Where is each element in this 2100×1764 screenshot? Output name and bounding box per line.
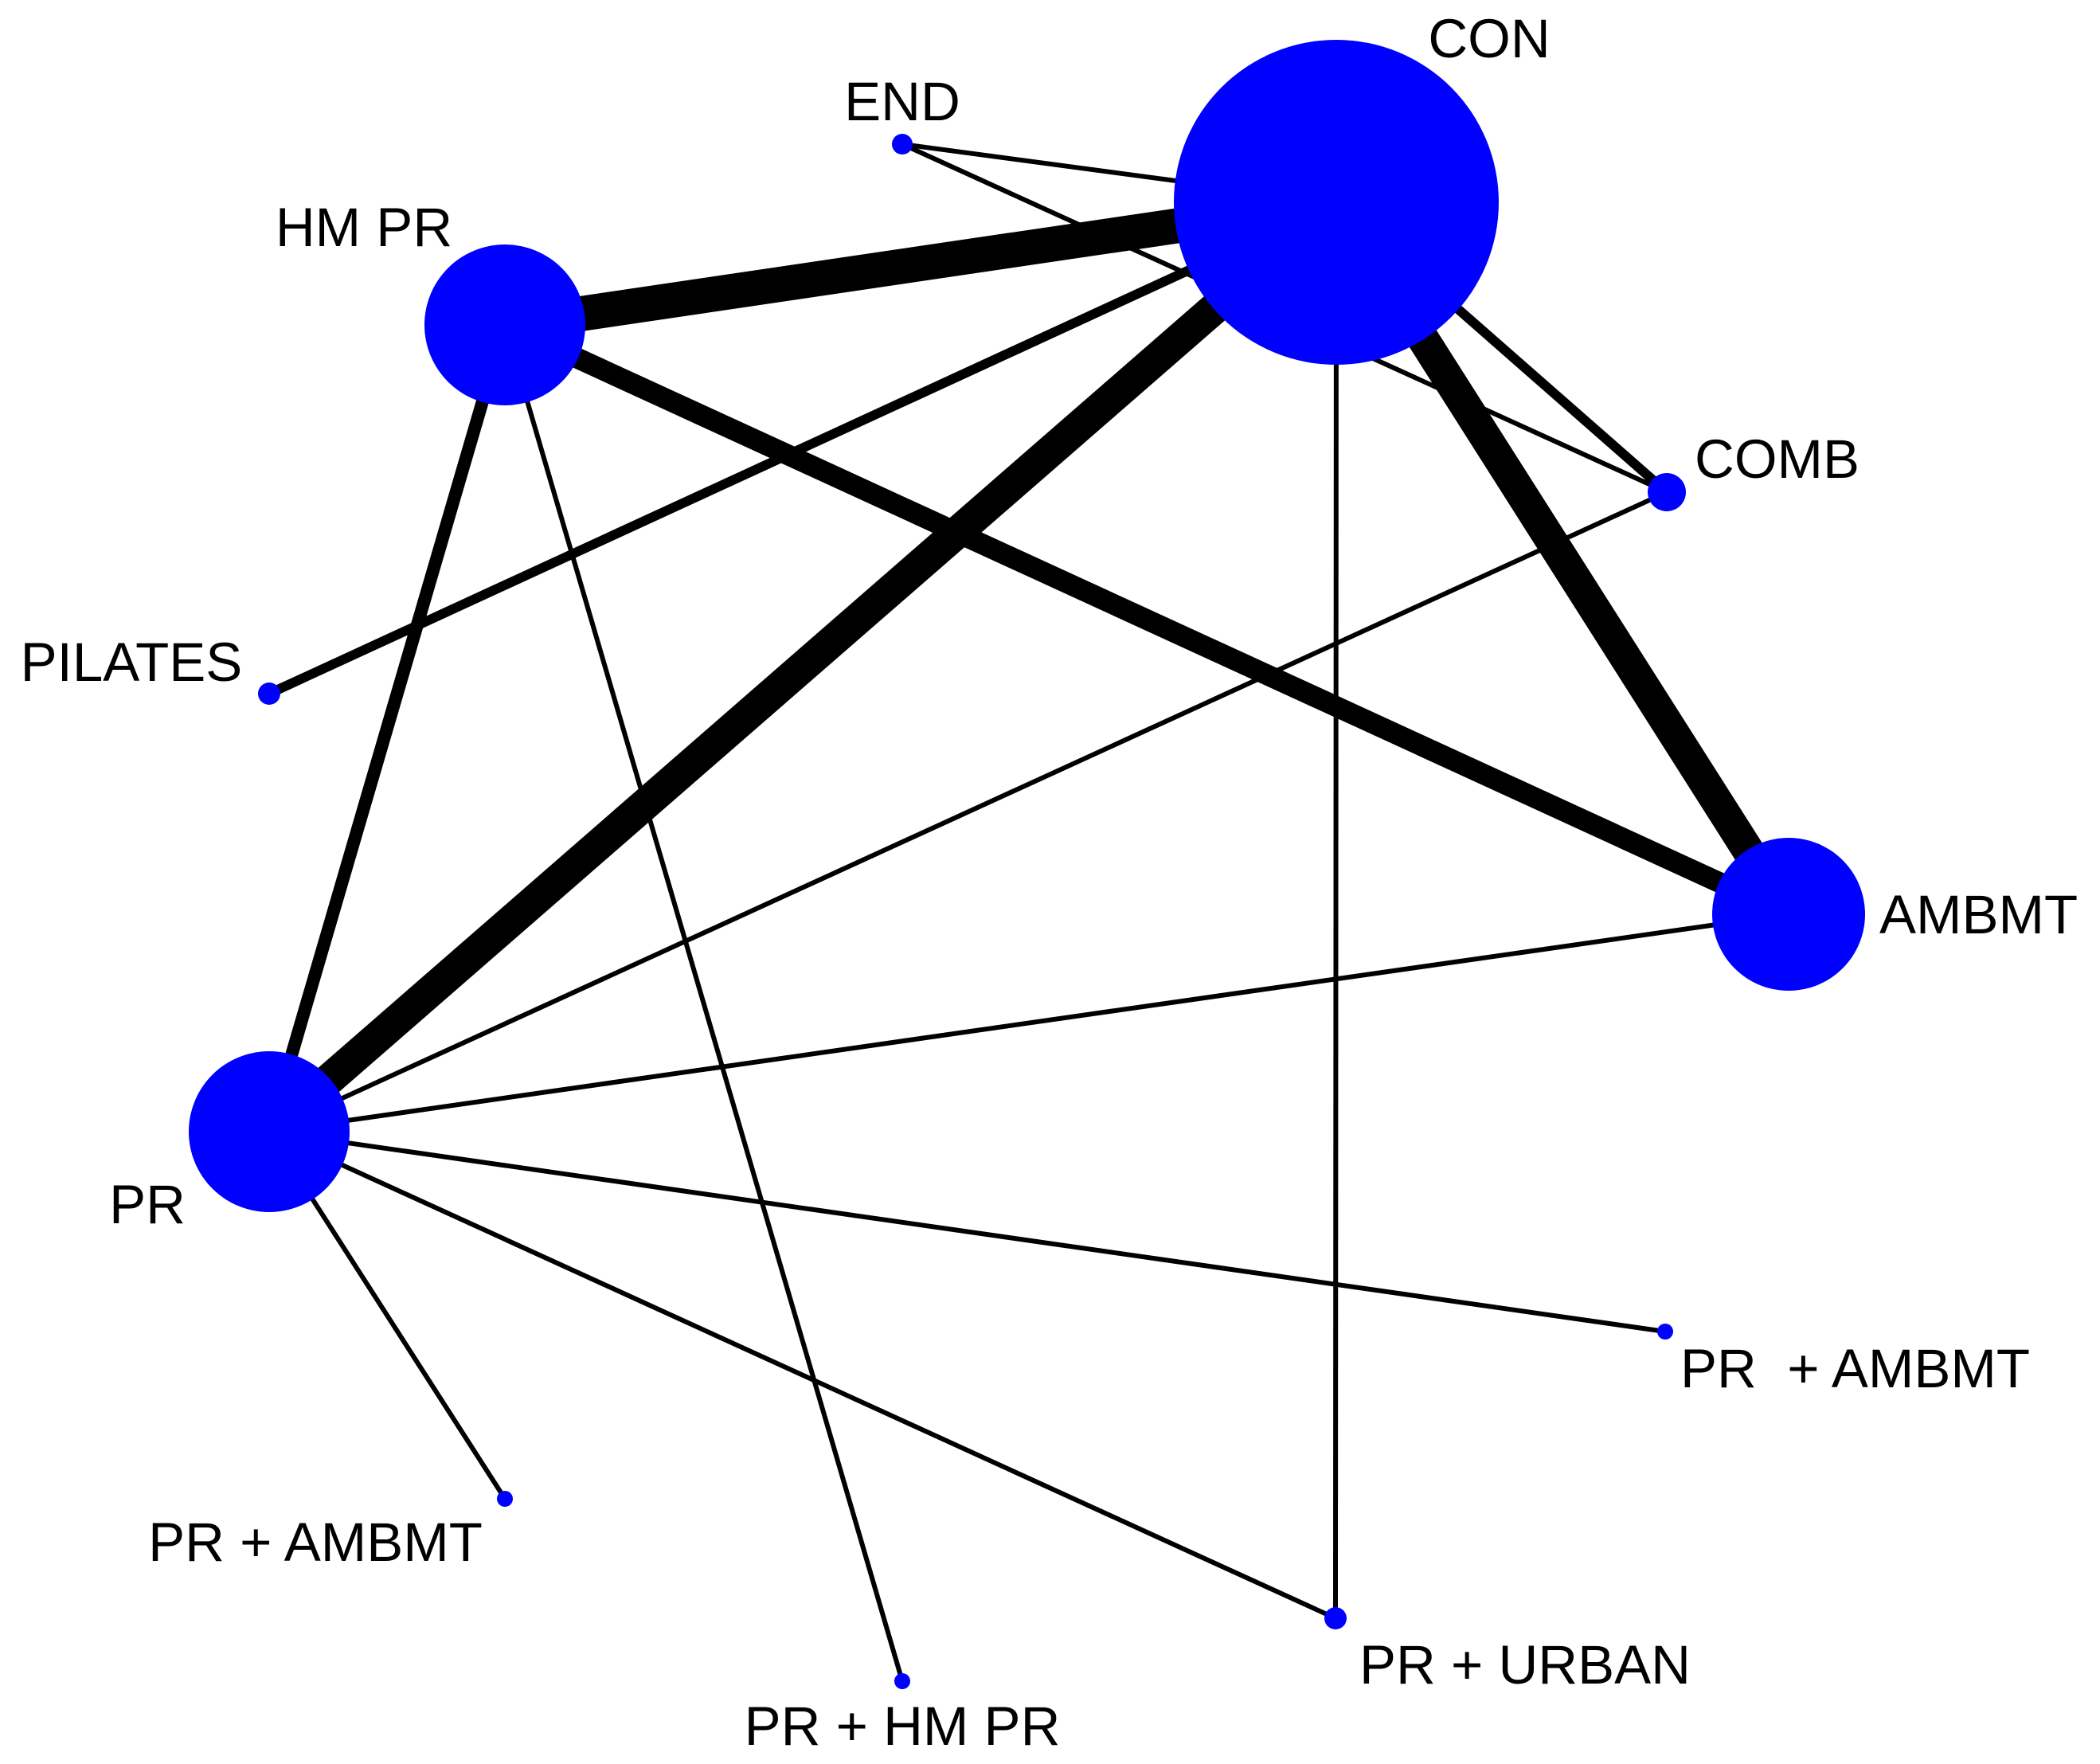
node-label-pilates: PILATES <box>21 632 243 693</box>
node-label-pr-ambmt-l: PR + AMBMT <box>148 1512 483 1573</box>
node-pr-ambmt-l <box>497 1491 513 1507</box>
node-pr-urban <box>1324 1607 1347 1629</box>
edge-pr-to-comb <box>268 490 1668 1134</box>
node-con <box>1174 40 1499 365</box>
node-label-hmpr: HM PR <box>276 197 452 258</box>
edge-pr-to-con <box>258 190 1347 1144</box>
node-pr-ambmt-r <box>1657 1324 1673 1340</box>
edge-con-to-pr-urban <box>1333 201 1339 1619</box>
node-label-pr: PR <box>109 1174 186 1235</box>
edge-hmpr-to-pr-hmpr <box>503 324 905 1682</box>
node-label-end: END <box>844 71 960 132</box>
edge-hmpr-to-pr <box>263 323 511 1134</box>
edge-hmpr-to-ambmt <box>500 315 1793 924</box>
node-ambmt <box>1712 838 1865 991</box>
node-pilates <box>258 683 280 705</box>
labels-layer: CON END HM PR COMB PILATES AMBMT PR PR + AMBMT P… <box>21 8 2078 1757</box>
nodes-layer <box>189 40 1865 1689</box>
edge-pilates-to-con <box>267 198 1339 698</box>
node-label-pr-ambmt-r: PR + AMBMT <box>1680 1338 2030 1399</box>
node-comb <box>1648 473 1686 511</box>
node-end <box>892 134 913 154</box>
node-pr <box>189 1051 350 1212</box>
node-hmpr <box>424 244 585 405</box>
node-label-ambmt: AMBMT <box>1879 884 2078 945</box>
node-pr-hmpr <box>894 1673 910 1689</box>
edge-pr-to-pr-ambmt-r <box>268 1129 1666 1334</box>
edge-pr-to-ambmt <box>268 912 1789 1134</box>
node-label-pr-urban: PR + URBAN <box>1359 1634 1691 1696</box>
edge-pr-to-pr-urban <box>268 1129 1337 1621</box>
node-label-con: CON <box>1428 8 1550 69</box>
node-label-pr-hmpr: PR + HM PR <box>745 1696 1061 1757</box>
node-label-comb: COMB <box>1695 428 1859 490</box>
